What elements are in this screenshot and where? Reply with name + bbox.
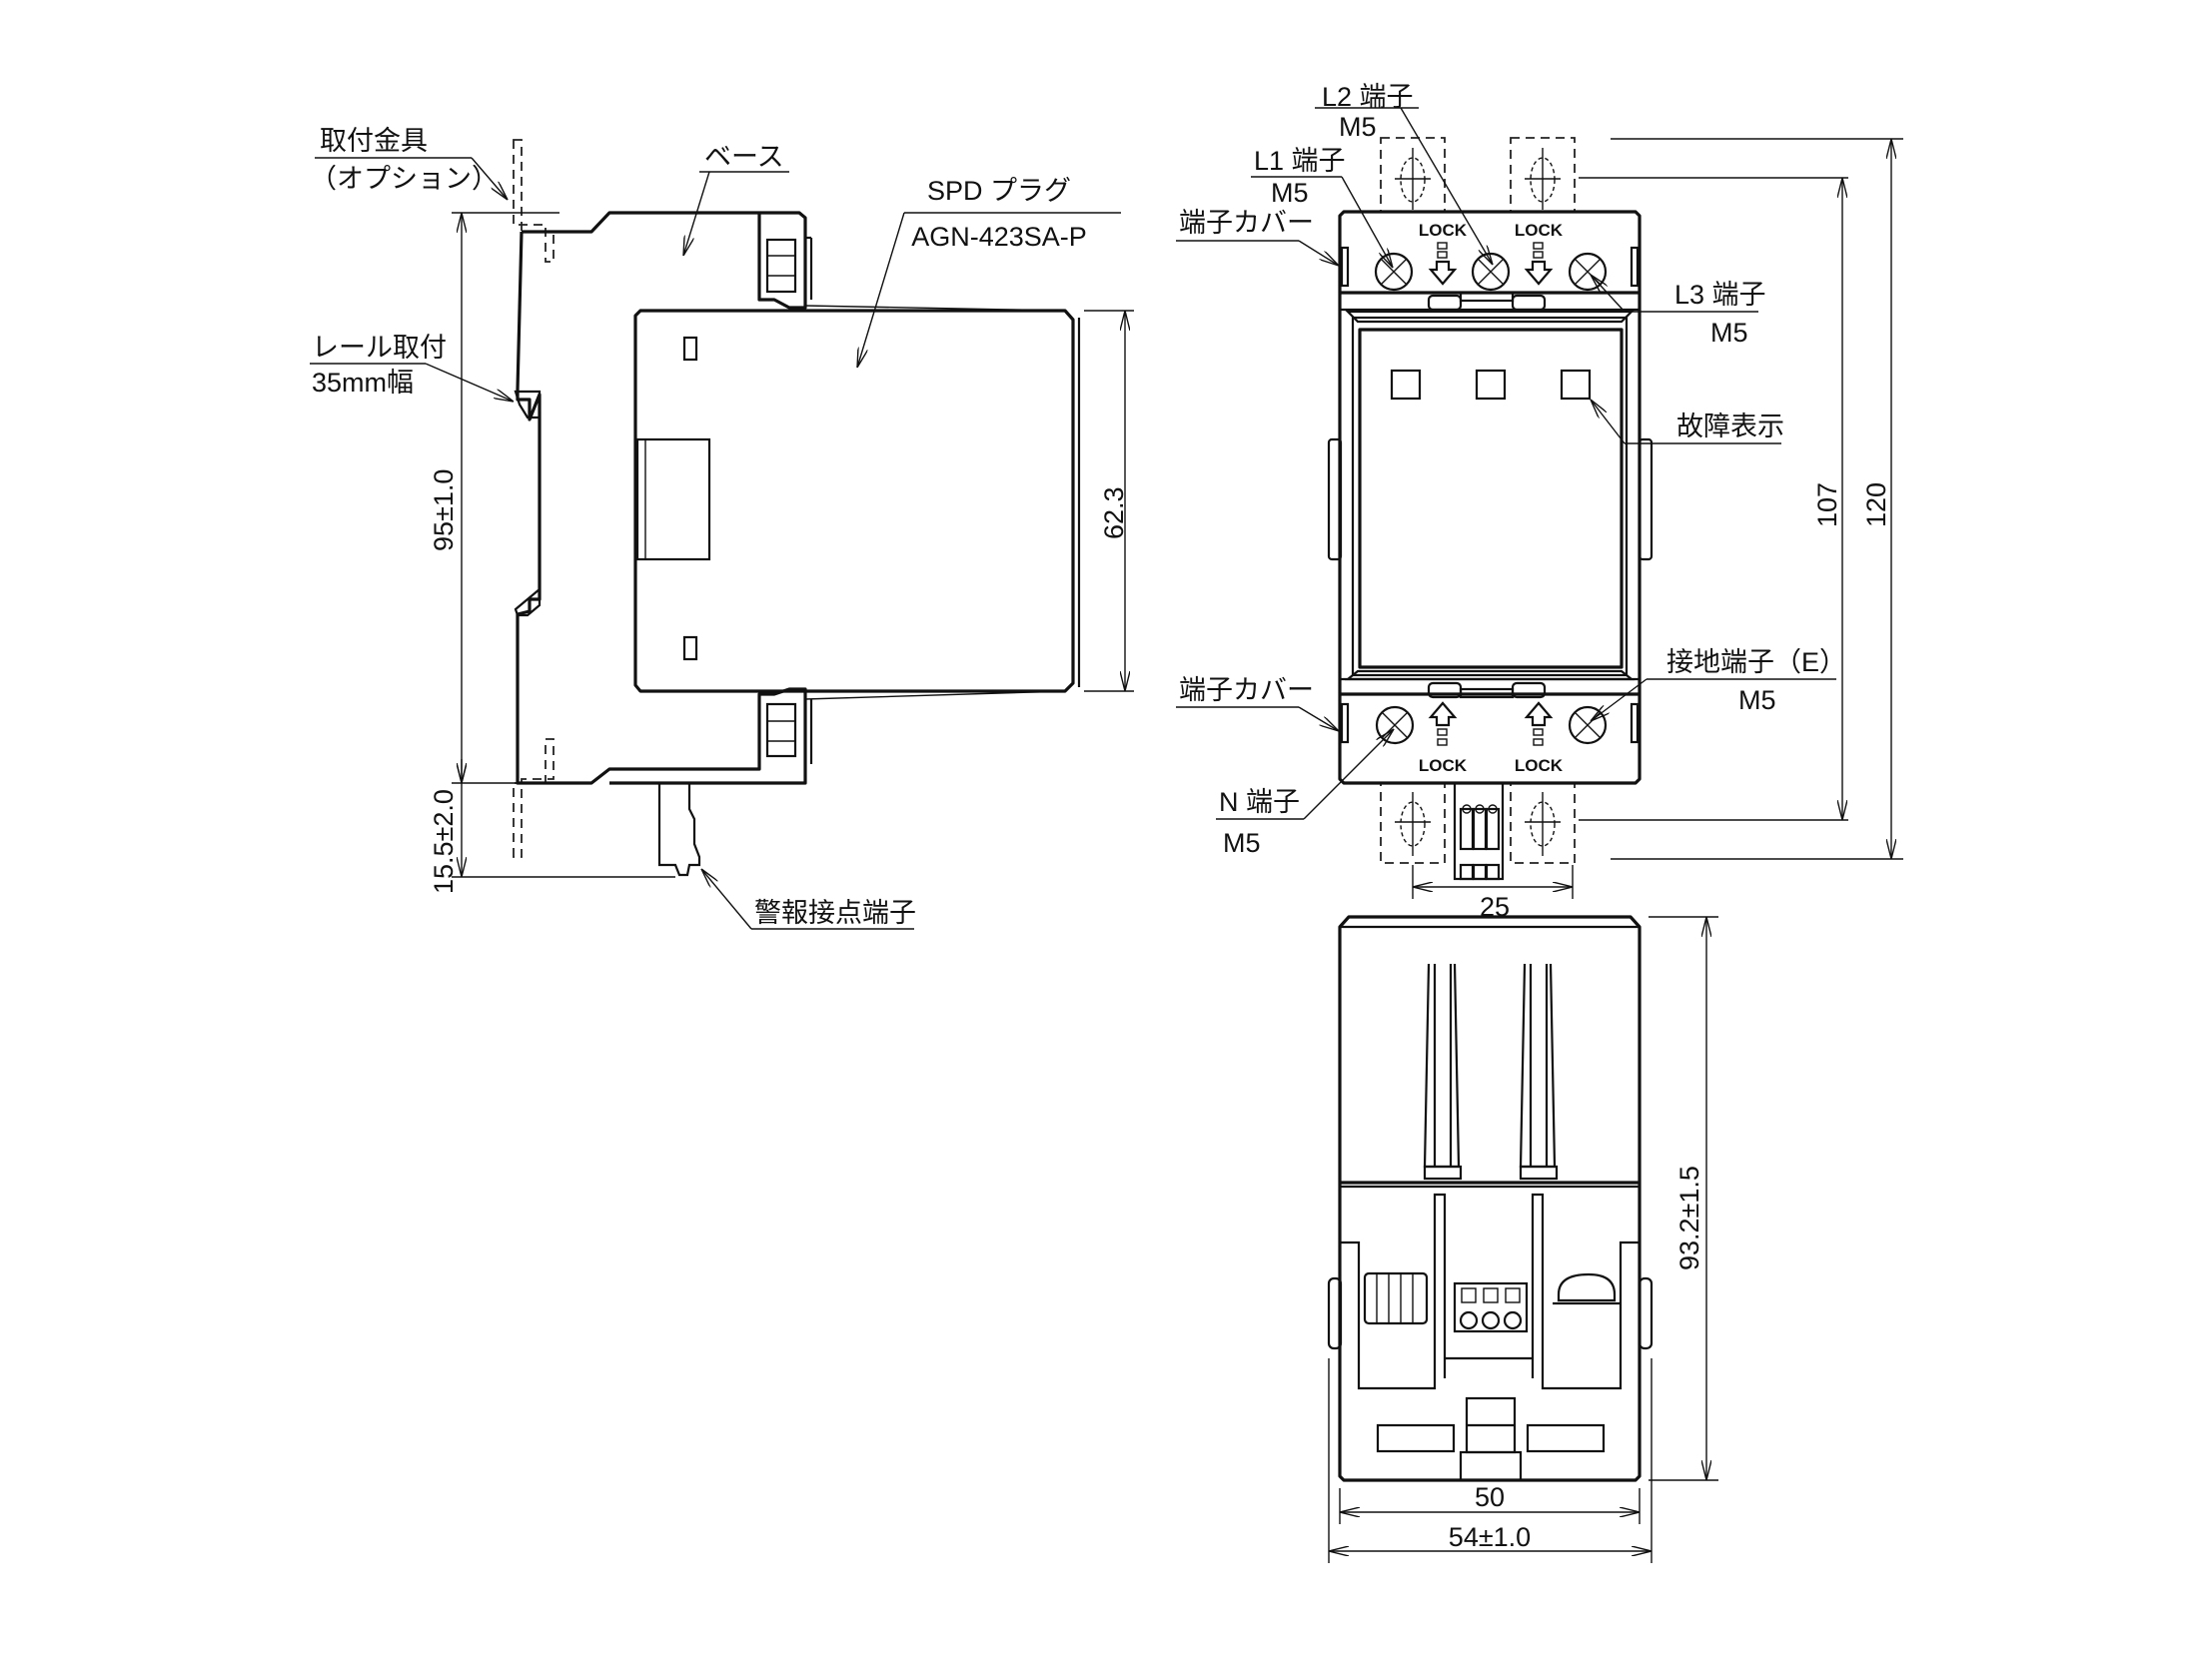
base-outline (516, 211, 807, 785)
lock-mark-bottom-left: LOCK (1419, 701, 1468, 775)
front-view: LOCK LOCK LOCK LOCK 107 120 (1176, 82, 1903, 922)
label-rail-mount: レール取付 (312, 333, 447, 363)
dim-inner-width: 50 (1475, 1482, 1505, 1512)
svg-text:LOCK: LOCK (1419, 221, 1468, 240)
alarm-connector (1453, 781, 1505, 881)
rail-clip-top (514, 390, 542, 419)
fault-indicator-1 (1390, 369, 1422, 401)
base-terminal-top (765, 236, 813, 300)
fault-indicator-2 (1475, 369, 1507, 401)
label-terminal-cover-bottom: 端子カバー (1179, 675, 1314, 705)
plug-grip (635, 437, 711, 561)
screw-n (1375, 705, 1415, 745)
label-rail-width: 35mm幅 (312, 368, 414, 398)
rail-clip-bottom (514, 586, 542, 617)
label-bracket: 取付金具 (320, 126, 428, 156)
label-earth-terminal: 接地端子（E） (1666, 647, 1846, 677)
svg-text:LOCK: LOCK (1515, 756, 1564, 775)
screw-earth (1568, 705, 1608, 745)
svg-text:LOCK: LOCK (1515, 221, 1564, 240)
dim-outer-width: 54±1.0 (1449, 1522, 1531, 1552)
dim-depth: 93.2±1.5 (1674, 1166, 1704, 1270)
dim-inner-height: 107 (1812, 482, 1842, 527)
label-terminal-cover-top: 端子カバー (1179, 208, 1314, 238)
label-l2-terminal: L2 端子 (1322, 82, 1414, 112)
screw-l2 (1471, 252, 1511, 292)
screw-l1 (1374, 252, 1414, 292)
label-spd-plug: SPD プラグ (927, 176, 1071, 206)
label-l3-terminal: L3 端子 (1674, 280, 1766, 310)
lock-mark-top-left: LOCK (1419, 221, 1468, 286)
alarm-terminal (657, 783, 701, 877)
plug-window-bottom (682, 635, 698, 661)
label-l3-size: M5 (1710, 318, 1748, 348)
label-spd-model: AGN-423SA-P (911, 222, 1087, 252)
dim-height: 95±1.0 (429, 469, 459, 551)
svg-text:LOCK: LOCK (1419, 756, 1468, 775)
front-body (1338, 210, 1642, 785)
label-l2-size: M5 (1339, 112, 1377, 142)
dim-plug-height: 62.3 (1099, 486, 1129, 539)
label-fault-indicator: 故障表示 (1676, 412, 1784, 441)
label-bracket-option: （オプション） (310, 164, 499, 194)
dim-alarm-protrusion: 15.5±2.0 (429, 789, 459, 894)
side-view: 95±1.0 15.5±2.0 62.3 取付金具 （オプション） ベース SP… (310, 126, 1134, 930)
base-terminal-bottom (765, 699, 813, 764)
lock-mark-bottom-right: LOCK (1515, 701, 1564, 775)
plug-window-top (682, 336, 698, 362)
bottom-view: 93.2±1.5 50 54±1.0 (1327, 915, 1718, 1563)
mounting-bracket-bottom (513, 738, 554, 858)
label-n-terminal: N 端子 (1219, 787, 1300, 817)
spd-plug (633, 305, 1081, 700)
label-l1-terminal: L1 端子 (1254, 146, 1346, 176)
label-n-size: M5 (1223, 828, 1261, 858)
label-earth-size: M5 (1738, 685, 1776, 715)
dim-outer-height: 120 (1861, 482, 1891, 527)
label-l1-size: M5 (1271, 178, 1309, 208)
mounting-bracket-top (513, 139, 554, 263)
label-alarm-terminal: 警報接点端子 (754, 898, 916, 928)
label-base: ベース (704, 142, 784, 172)
lock-mark-top-right: LOCK (1515, 221, 1564, 286)
fault-indicator-3 (1560, 369, 1592, 401)
